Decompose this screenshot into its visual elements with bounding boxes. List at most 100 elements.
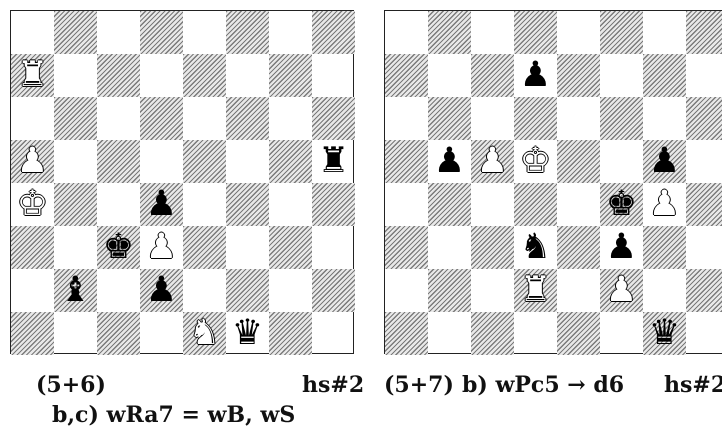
black-pawn-g5-icon: ♟ [643,140,686,183]
square-b1 [428,312,471,355]
square-b2 [428,269,471,312]
white-pawn-g4-icon: ♟ [643,183,686,226]
square-d5 [140,140,183,183]
black-knight-d3-icon: ♞ [514,226,557,269]
square-b6 [428,97,471,140]
square-d6 [514,97,557,140]
square-b4 [54,183,97,226]
square-e3 [183,226,226,269]
square-f6 [226,97,269,140]
square-c6 [97,97,140,140]
square-f5 [600,140,643,183]
square-c8 [97,11,140,54]
square-h7 [312,54,355,97]
square-h3 [312,226,355,269]
square-g5 [269,140,312,183]
square-h1 [312,312,355,355]
square-d7 [140,54,183,97]
black-pawn-b5-icon: ♟ [428,140,471,183]
black-queen-g1-icon: ♛ [643,312,686,355]
square-a3 [385,226,428,269]
white-rook-a7-icon: ♜ [11,54,54,97]
white-rook-d2-icon: ♜ [514,269,557,312]
piece-count-right: (5+7) [384,372,454,398]
square-f4 [226,183,269,226]
white-king-d5-icon: ♚ [514,140,557,183]
square-h4 [312,183,355,226]
square-a2 [11,269,54,312]
square-e4 [183,183,226,226]
square-b3 [428,226,471,269]
square-g1 [269,312,312,355]
chess-board-right: ♟♟♟♚♟♚♟♞♟♜♟♛ [384,10,722,354]
square-g8 [269,11,312,54]
square-e5 [557,140,600,183]
square-c8 [471,11,514,54]
square-h5 [686,140,722,183]
square-d4 [514,183,557,226]
square-g2 [643,269,686,312]
square-c6 [471,97,514,140]
twin-right: b) wPc5 → d6 [462,372,624,398]
white-pawn-c5-icon: ♟ [471,140,514,183]
square-c2 [97,269,140,312]
square-a3 [11,226,54,269]
square-c4 [97,183,140,226]
twin-line-left: b,c) wRa7 = wB, wS [52,402,295,428]
square-c7 [97,54,140,97]
black-pawn-d2-icon: ♟ [140,269,183,312]
square-e7 [183,54,226,97]
square-h8 [686,11,722,54]
square-e5 [183,140,226,183]
black-pawn-d7-icon: ♟ [514,54,557,97]
square-e8 [183,11,226,54]
square-h6 [312,97,355,140]
square-e4 [557,183,600,226]
square-g3 [643,226,686,269]
black-queen-f1-icon: ♛ [226,312,269,355]
square-e2 [557,269,600,312]
square-e2 [183,269,226,312]
white-knight-e1-icon: ♞ [183,312,226,355]
square-b8 [428,11,471,54]
white-king-a4-icon: ♚ [11,183,54,226]
square-c4 [471,183,514,226]
square-g6 [269,97,312,140]
square-g7 [269,54,312,97]
black-king-f4-icon: ♚ [600,183,643,226]
square-h1 [686,312,722,355]
square-f8 [226,11,269,54]
square-h3 [686,226,722,269]
square-f6 [600,97,643,140]
square-f7 [226,54,269,97]
square-h4 [686,183,722,226]
white-pawn-f2-icon: ♟ [600,269,643,312]
square-d6 [140,97,183,140]
stipulation-right: hs#2 [664,372,722,398]
square-b4 [428,183,471,226]
square-b6 [54,97,97,140]
square-e1 [557,312,600,355]
square-f3 [226,226,269,269]
square-e6 [183,97,226,140]
square-f8 [600,11,643,54]
square-c7 [471,54,514,97]
piece-count-left: (5+6) [36,372,106,398]
square-a6 [385,97,428,140]
white-pawn-d3-icon: ♟ [140,226,183,269]
square-e3 [557,226,600,269]
square-a7 [385,54,428,97]
square-a2 [385,269,428,312]
square-f5 [226,140,269,183]
square-d1 [514,312,557,355]
square-e7 [557,54,600,97]
square-b7 [54,54,97,97]
square-g6 [643,97,686,140]
chess-board-left: ♜♟♜♚♟♚♟♝♟♞♛ [10,10,354,354]
square-g4 [269,183,312,226]
square-h8 [312,11,355,54]
square-h2 [312,269,355,312]
square-a8 [385,11,428,54]
square-a1 [11,312,54,355]
square-h7 [686,54,722,97]
